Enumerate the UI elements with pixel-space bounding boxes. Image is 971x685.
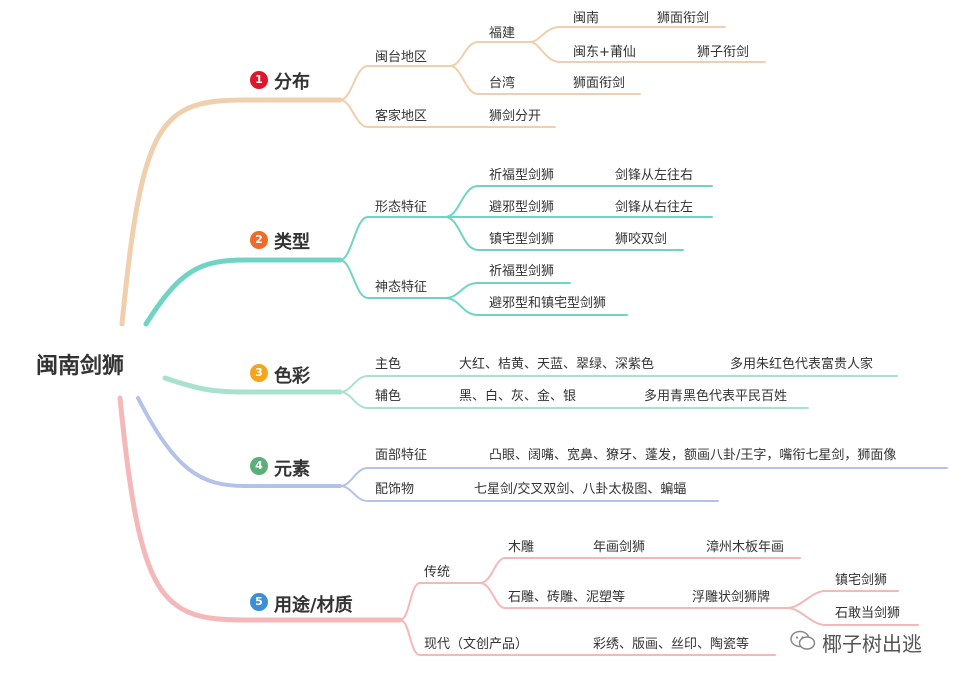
root-topic: 闽南剑狮 (36, 354, 125, 379)
wechat-icon (790, 630, 816, 650)
node-fujian: 福建 (489, 26, 516, 41)
node-face-features: 面部特征 (375, 448, 428, 463)
branch-distribution: 分布 (274, 72, 310, 93)
node-taiwan-value: 狮面衔剑 (573, 76, 626, 91)
node-accessory-value: 七星剑/交叉双剑、八卦太极图、蝙蝠 (474, 482, 687, 497)
node-bixie-value: 剑锋从右往左 (615, 200, 694, 215)
badge-3: 3 (250, 364, 268, 382)
connector-root-type (143, 257, 343, 327)
connector-root-color (162, 375, 343, 395)
node-wood-carving-value: 年画剑狮 (593, 540, 646, 555)
node-zhenzhai-value: 狮咬双剑 (615, 232, 668, 247)
node-aux-color-values: 黑、白、灰、金、银 (459, 389, 577, 404)
node-minnan-taiwan: 闽台地区 (375, 50, 428, 65)
watermark-text: 椰子树出逃 (822, 632, 922, 656)
node-zhenzhai: 镇宅型剑狮 (489, 232, 555, 247)
branch-use-material: 用途/材质 (274, 595, 353, 616)
branch-color: 色彩 (274, 366, 310, 387)
node-qifu-value: 剑锋从左往右 (615, 168, 694, 183)
node-mindong: 闽东+莆仙 (573, 45, 636, 60)
node-wood-carving-note: 漳州木板年画 (706, 540, 785, 555)
node-shigandang-sword-lion: 石敢当剑狮 (835, 606, 901, 621)
connector-root-use (117, 395, 403, 623)
badge-5: 5 (250, 593, 268, 611)
node-mindong-value: 狮子衔剑 (697, 45, 750, 60)
node-face-features-value: 凸眼、阔嘴、宽鼻、獠牙、蓬发，额画八卦/王字，嘴衔七星剑，狮面像 (489, 448, 897, 463)
badge-4: 4 (250, 457, 268, 475)
node-stone-carving: 石雕、砖雕、泥塑等 (508, 590, 626, 605)
node-spirit-bixie: 避邪型和镇宅型剑狮 (489, 296, 607, 311)
node-bixie: 避邪型剑狮 (489, 200, 555, 215)
node-minnan: 闽南 (573, 11, 600, 26)
node-accessory: 配饰物 (375, 482, 415, 497)
node-aux-color: 辅色 (375, 389, 402, 404)
node-minnan-value: 狮面衔剑 (657, 11, 710, 26)
node-qifu: 祈福型剑狮 (489, 168, 555, 183)
node-main-color-note: 多用朱红色代表富贵人家 (730, 357, 874, 372)
connector-root-distribution (119, 97, 343, 327)
node-form-features: 形态特征 (375, 200, 428, 215)
node-hakka-value: 狮剑分开 (489, 109, 542, 124)
connector-root-element (136, 396, 342, 488)
node-modern: 现代（文创产品） (424, 637, 529, 652)
branch-element: 元素 (274, 459, 310, 480)
badge-1: 1 (250, 71, 268, 89)
node-spirit-features: 神态特征 (375, 280, 428, 295)
branch-type: 类型 (274, 232, 310, 253)
node-zhenzhai-sword-lion: 镇宅剑狮 (835, 573, 888, 588)
node-taiwan: 台湾 (489, 76, 516, 91)
badge-2: 2 (250, 231, 268, 249)
node-traditional: 传统 (424, 565, 451, 580)
node-main-color: 主色 (375, 357, 402, 372)
node-wood-carving: 木雕 (508, 540, 535, 555)
node-spirit-qifu: 祈福型剑狮 (489, 264, 555, 279)
node-hakka: 客家地区 (375, 109, 428, 124)
node-stone-carving-value: 浮雕状剑狮牌 (692, 590, 771, 605)
node-aux-color-note: 多用青黑色代表平民百姓 (644, 389, 788, 404)
node-modern-value: 彩绣、版画、丝印、陶瓷等 (593, 637, 750, 652)
node-main-color-values: 大红、桔黄、天蓝、翠绿、深紫色 (459, 357, 655, 372)
